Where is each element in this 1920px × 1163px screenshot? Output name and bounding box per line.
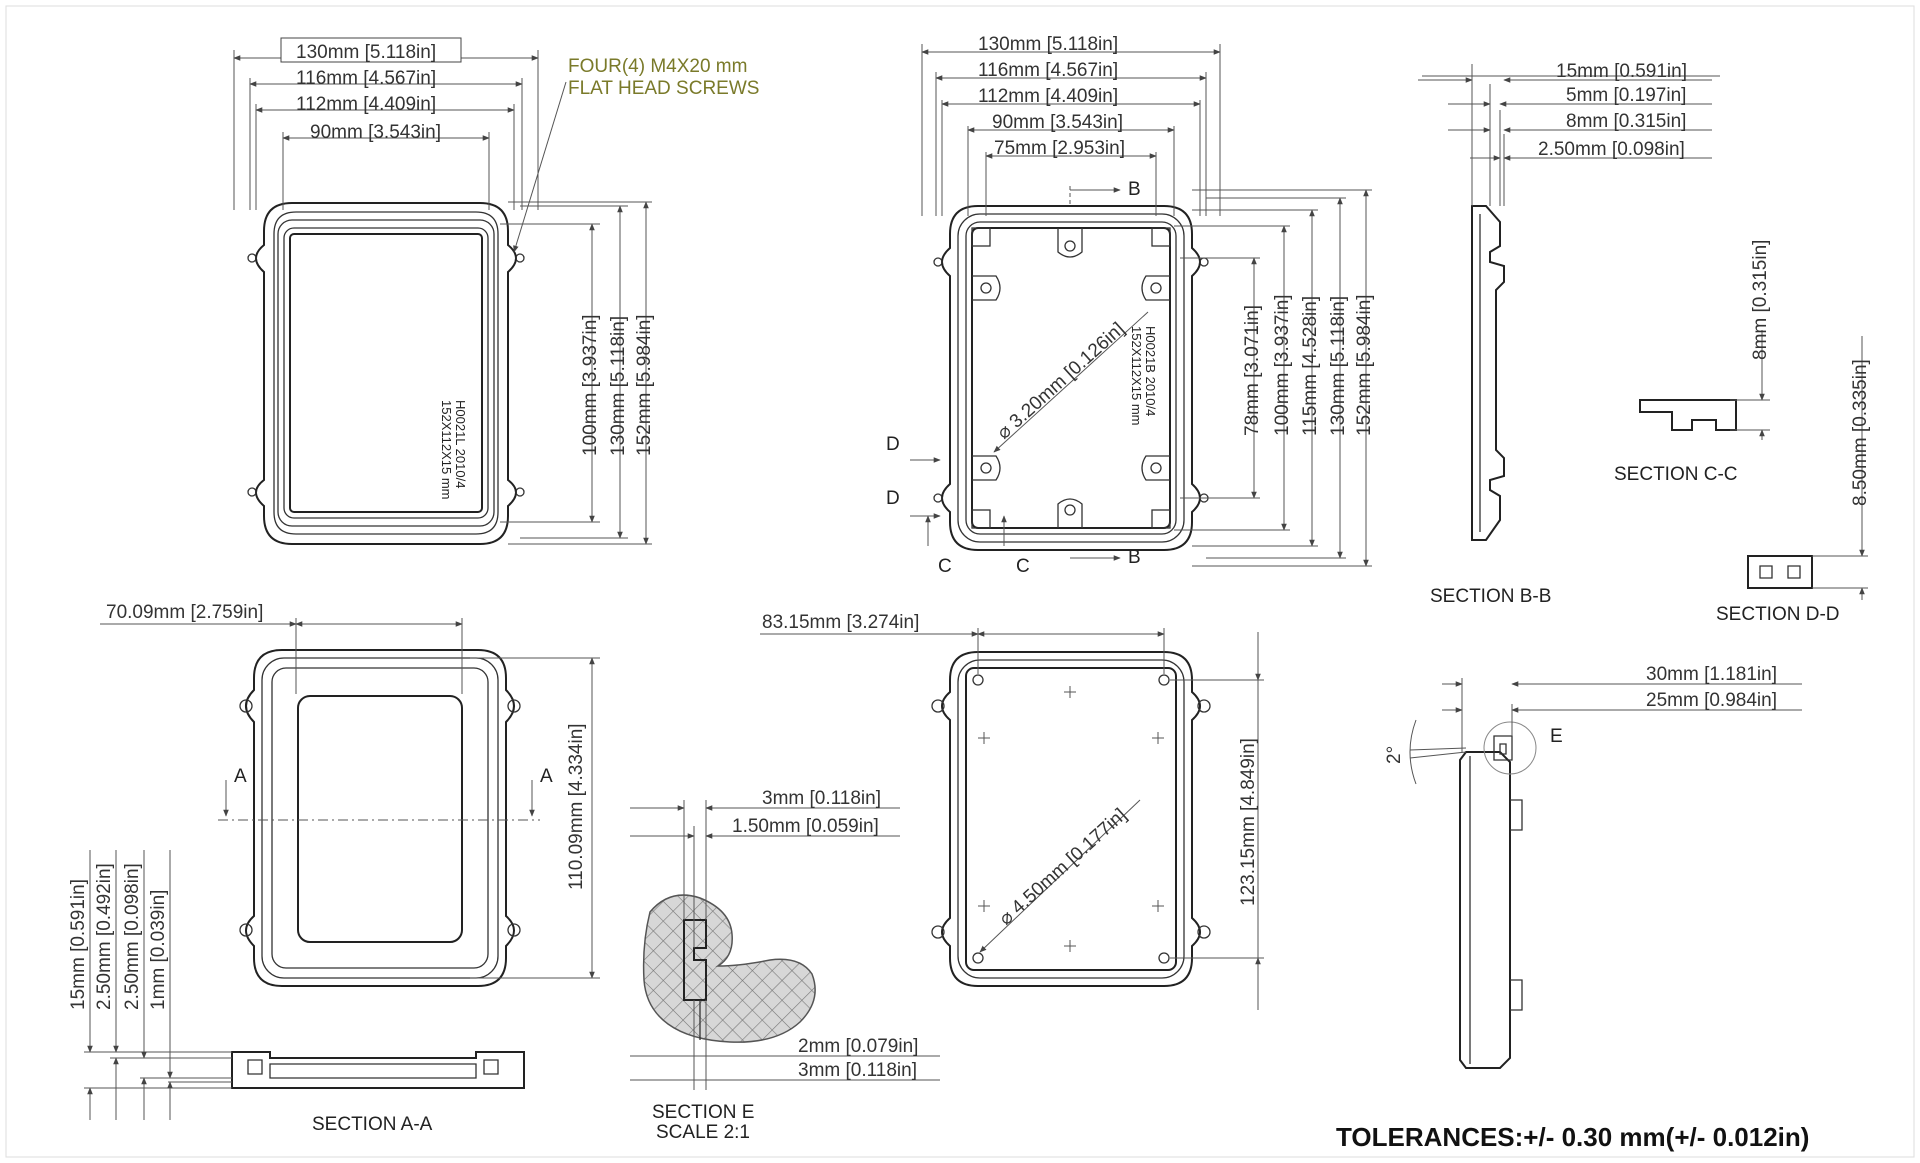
bc-diameter: ⌀ 4.50mm [0.177in]: [995, 805, 1131, 930]
tc-dim-v78: 78mm [3.071in]: [1242, 305, 1263, 436]
bc-dim-height: 123.15mm [4.849in]: [1238, 738, 1259, 906]
side-dim-25: 25mm [0.984in]: [1646, 690, 1777, 711]
top-center-view: 130mm [5.118in] 116mm [4.567in] 112mm [4…: [886, 34, 1375, 577]
section-dd: 8.50mm [0.335in] SECTION D-D: [1716, 336, 1871, 625]
section-dd-label: SECTION D-D: [1716, 604, 1840, 625]
e-dim-2: 2mm [0.079in]: [798, 1036, 918, 1057]
section-cc: 8mm [0.315in] SECTION C-C: [1614, 240, 1771, 485]
tc-dim-130: 130mm [5.118in]: [978, 34, 1118, 55]
section-e-hatched-profile: [642, 894, 816, 1043]
base-outline: [933, 205, 1209, 551]
tc-engraving-1: H0021B 2010/4: [1143, 326, 1158, 416]
note-line-2: FLAT HEAD SCREWS: [568, 78, 759, 99]
tl-dim-v152: 152mm [5.984in]: [634, 314, 655, 456]
bl-dim-height: 110.09mm [4.334in]: [566, 723, 587, 890]
lid-underside-outline: [239, 649, 521, 987]
detail-e-letter: E: [1550, 726, 1563, 747]
tl-dim-v130: 130mm [5.118in]: [608, 316, 629, 456]
bottom-left-view: A A 70.09mm [2.759in] 110.09mm [4.334in]: [100, 602, 600, 987]
lid-outline: [247, 202, 525, 545]
section-e-scale: SCALE 2:1: [656, 1122, 750, 1143]
section-marker-d-1: D: [886, 434, 900, 455]
e-dim-1-50: 1.50mm [0.059in]: [732, 816, 879, 837]
section-cc-label: SECTION C-C: [1614, 464, 1738, 485]
tc-diameter: ⌀ 3.20mm [0.126in]: [993, 319, 1129, 444]
section-marker-c-1: C: [938, 556, 952, 577]
section-e: 3mm [0.118in] 1.50mm [0.059in] 2mm [0.07…: [630, 788, 940, 1143]
bottom-center-view: 83.15mm [3.274in] 123.15mm [4.849in] ⌀ 4…: [760, 612, 1264, 1010]
bl-dim-width: 70.09mm [2.759in]: [106, 602, 263, 623]
aa-dim-2-50-a: 2.50mm [0.492in]: [94, 863, 115, 1010]
e-dim-3-bottom: 3mm [0.118in]: [798, 1060, 917, 1081]
dd-dim-8-50: 8.50mm [0.335in]: [1850, 359, 1871, 506]
section-marker-d-2: D: [886, 488, 900, 509]
tl-dim-112: 112mm [4.409in]: [296, 94, 436, 115]
tl-engraving-2: 152X112X15 mm: [439, 400, 454, 500]
section-aa: 15mm [0.591in] 2.50mm [0.492in] 2.50mm […: [68, 850, 525, 1135]
tc-dim-v152: 152mm [5.984in]: [1354, 294, 1375, 436]
tc-engraving-2: 152X112X15 mm: [1129, 326, 1144, 426]
tl-dim-90: 90mm [3.543in]: [310, 122, 441, 143]
side-dim-30: 30mm [1.181in]: [1646, 664, 1777, 685]
aa-dim-1: 1mm [0.039in]: [148, 890, 169, 1010]
screw-note: FOUR(4) M4X20 mm FLAT HEAD SCREWS: [513, 56, 759, 253]
tl-dim-v100: 100mm [3.937in]: [580, 314, 601, 456]
section-marker-a-left: A: [234, 766, 247, 787]
e-dim-3-top: 3mm [0.118in]: [762, 788, 881, 809]
side-angle: 2°: [1384, 746, 1405, 764]
bb-dim-2-50: 2.50mm [0.098in]: [1538, 139, 1685, 160]
tc-dim-116: 116mm [4.567in]: [978, 60, 1118, 81]
section-marker-b-bottom: B: [1128, 547, 1141, 568]
aa-dim-15: 15mm [0.591in]: [68, 879, 89, 1010]
section-e-label: SECTION E: [652, 1102, 754, 1123]
bc-dim-width: 83.15mm [3.274in]: [762, 612, 919, 633]
section-marker-a-right: A: [540, 766, 553, 787]
bb-dim-15: 15mm [0.591in]: [1556, 61, 1687, 82]
section-marker-c-2: C: [1016, 556, 1030, 577]
section-aa-label: SECTION A-A: [312, 1114, 433, 1135]
tc-dim-v115: 115mm [4.528in]: [1300, 296, 1321, 436]
cc-dim-8: 8mm [0.315in]: [1750, 240, 1771, 360]
tl-engraving-1: H0021L 2010/4: [453, 400, 468, 488]
aa-dim-2-50-b: 2.50mm [0.098in]: [122, 863, 143, 1010]
tc-dim-112: 112mm [4.409in]: [978, 86, 1118, 107]
section-bb: 15mm [0.591in] 5mm [0.197in] 8mm [0.315i…: [1418, 61, 1720, 607]
tc-dim-v130: 130mm [5.118in]: [1328, 296, 1349, 436]
tl-dim-116: 116mm [4.567in]: [296, 68, 436, 89]
bb-dim-8: 8mm [0.315in]: [1566, 111, 1686, 132]
section-bb-label: SECTION B-B: [1430, 586, 1551, 607]
tc-dim-90: 90mm [3.543in]: [992, 112, 1123, 133]
tc-dim-v100: 100mm [3.937in]: [1272, 294, 1293, 436]
note-line-1: FOUR(4) M4X20 mm: [568, 56, 747, 77]
tl-dim-130: 130mm [5.118in]: [296, 42, 436, 63]
tc-dim-75: 75mm [2.953in]: [994, 138, 1125, 159]
top-left-view: 130mm [5.118in] 116mm [4.567in] 112mm [4…: [233, 37, 655, 545]
section-marker-b-top: B: [1128, 179, 1141, 200]
base-underside-outline: [931, 651, 1211, 987]
tolerances-note: TOLERANCES:+/- 0.30 mm(+/- 0.012in): [1336, 1122, 1809, 1152]
side-view: 30mm [1.181in] 25mm [0.984in] 2° E: [1384, 664, 1802, 1069]
bb-dim-5: 5mm [0.197in]: [1566, 85, 1686, 106]
